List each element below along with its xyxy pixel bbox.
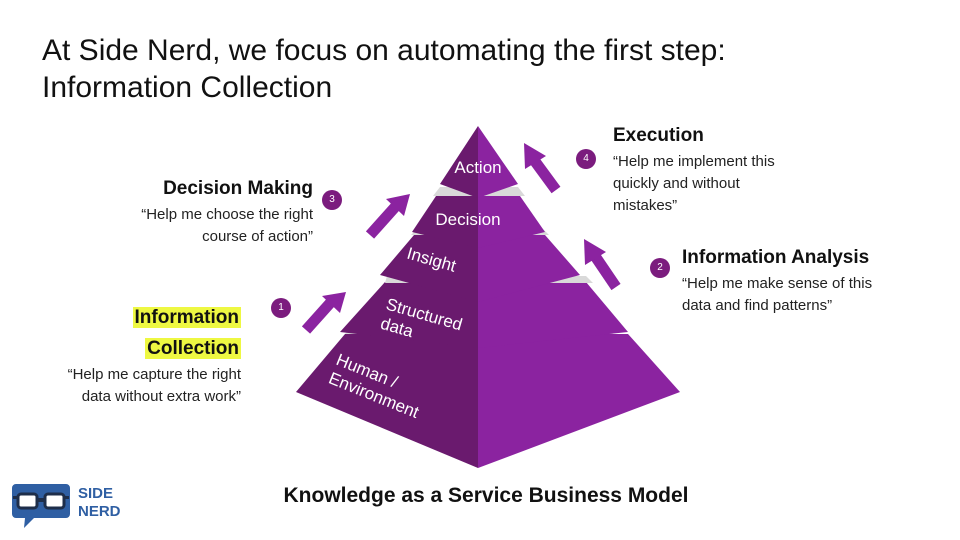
glasses-logo-icon <box>12 484 70 528</box>
up-arrow-3 <box>365 194 410 239</box>
information-analysis-quote: “Help me make sense of this data and fin… <box>682 273 872 317</box>
slide-title-line-2: Information Collection <box>42 71 333 104</box>
pyramid-level-action-right <box>478 126 518 198</box>
pyramid-level-human-environment-right <box>478 334 680 468</box>
information-collection-heading-line-2: Collection <box>145 338 241 359</box>
step-2-badge: 2 <box>650 258 670 278</box>
information-analysis-heading: Information Analysis <box>682 247 870 268</box>
execution-quote: “Help me implement this quickly and with… <box>613 151 775 217</box>
execution-quote-line-3: mistakes” <box>613 197 678 214</box>
pyramid-level-structured-data-right <box>478 282 628 348</box>
information-collection-heading-line-1: Information <box>132 307 241 328</box>
pyramid-label-line: Decision <box>435 210 500 229</box>
information-collection-quote-line-2: data without extra work” <box>81 388 241 405</box>
step-3-badge: 3 <box>322 190 342 210</box>
pyramid-level-human-environment-left <box>296 334 478 468</box>
pyramid-level-action-left <box>440 126 478 198</box>
logo-text-line-1: SIDE <box>78 485 114 502</box>
pyramid-label-line: Action <box>454 158 501 177</box>
pyramid-label-decision: Decision <box>435 210 500 229</box>
up-arrow-4 <box>524 143 561 194</box>
side-nerd-logo: SIDE NERD <box>12 480 122 530</box>
pyramid-level-decision-left <box>412 196 478 248</box>
diagram-caption: Knowledge as a Service Business Model <box>283 484 689 507</box>
pyramid-level-structured-data-left <box>340 282 478 348</box>
execution-heading: Execution <box>613 125 704 146</box>
information-collection-quote-line-1: “Help me capture the right <box>67 366 241 383</box>
decision-making-quote-line-1: “Help me choose the right <box>141 206 313 223</box>
information-analysis-quote-line-2: data and find patterns” <box>682 297 833 314</box>
logo-text-line-2: NERD <box>78 503 121 520</box>
information-collection-heading: Information Collection <box>60 302 241 364</box>
up-arrow-2 <box>584 239 621 291</box>
decision-making-heading: Decision Making <box>163 178 313 199</box>
pyramid-label-action: Action <box>454 158 501 177</box>
information-collection-quote: “Help me capture the right data without … <box>20 364 241 408</box>
execution-quote-line-2: quickly and without <box>613 175 740 192</box>
pyramid-level-insight-right <box>478 235 580 302</box>
up-arrow-1 <box>301 292 346 334</box>
execution-quote-line-1: “Help me implement this <box>613 153 775 170</box>
decision-making-quote-line-2: course of action” <box>202 228 313 245</box>
step-4-badge: 4 <box>576 149 596 169</box>
information-analysis-quote-line-1: “Help me make sense of this <box>682 275 873 292</box>
decision-making-quote: “Help me choose the right course of acti… <box>60 204 313 248</box>
pyramid-level-decision-right <box>478 196 545 248</box>
pyramid-level-insight-left <box>380 235 478 302</box>
slide-title: At Side Nerd, we focus on automating the… <box>42 32 922 106</box>
step-1-badge: 1 <box>271 298 291 318</box>
slide-title-line-1: At Side Nerd, we focus on automating the… <box>42 34 726 67</box>
